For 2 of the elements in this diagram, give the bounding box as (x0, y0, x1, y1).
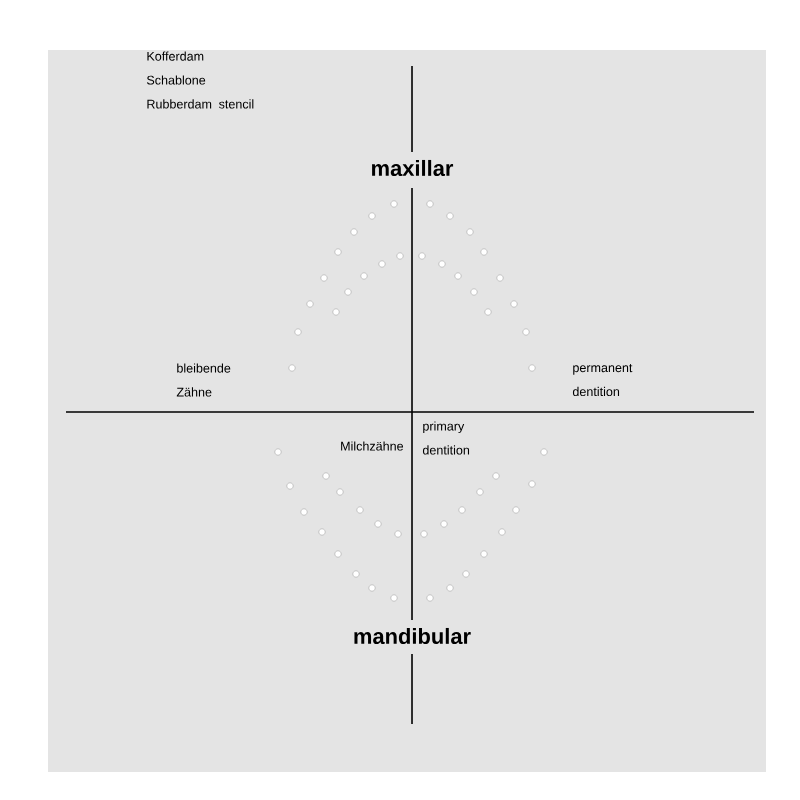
label-text: maxillar (372, 159, 454, 177)
label-text: mandibular (354, 627, 471, 645)
